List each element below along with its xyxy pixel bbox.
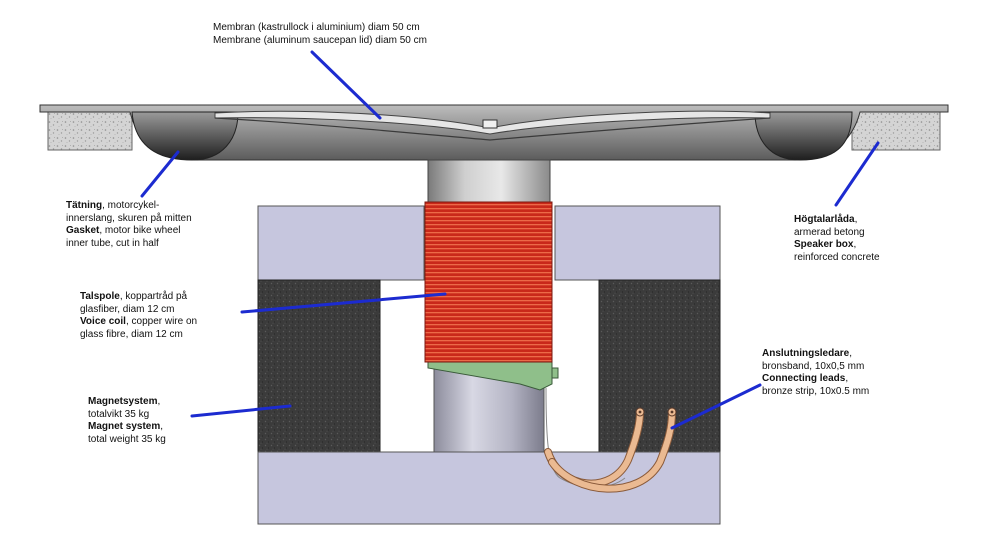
magnet-top-plates bbox=[257, 205, 721, 281]
leader-speaker-box bbox=[834, 141, 880, 207]
gasket-right bbox=[754, 111, 853, 161]
label-membrane: Membran (kastrullock i aluminium) diam 5… bbox=[213, 22, 427, 46]
leader-magnet-system bbox=[190, 404, 292, 418]
label-connecting-leads: Anslutningsledare, bronsband, 10x0,5 mm … bbox=[762, 348, 870, 397]
leader-gasket bbox=[140, 150, 180, 198]
leader-voice-coil bbox=[240, 292, 447, 314]
connecting-leads bbox=[544, 407, 677, 493]
label-speaker-box: Högtalarlåda, armerad betong Speaker box… bbox=[794, 214, 880, 263]
leader-connecting-leads bbox=[670, 383, 762, 430]
gasket-left bbox=[131, 111, 239, 161]
magnet-bottom-plate bbox=[257, 451, 721, 525]
label-magnet-system: Magnetsystem, totalvikt 35 kg Magnet sys… bbox=[88, 396, 166, 445]
membrane-assembly bbox=[39, 104, 949, 161]
leader-lines bbox=[140, 50, 880, 430]
label-voice-coil: Talspole, koppartråd på glasfiber, diam … bbox=[80, 291, 198, 340]
membrane-center-knob bbox=[482, 119, 498, 129]
leader-membrane bbox=[310, 50, 382, 120]
coil-neck bbox=[427, 159, 551, 203]
label-gasket: Tätning, motorcykel- innerslang, skuren … bbox=[66, 200, 192, 249]
speaker-box-concrete bbox=[47, 107, 941, 151]
voice-coil bbox=[424, 201, 553, 363]
